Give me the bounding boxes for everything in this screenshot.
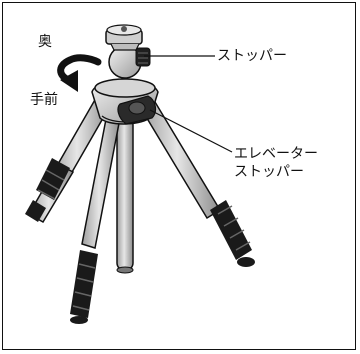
label-back: 奥 (38, 34, 52, 50)
curved-arrow-icon (57, 54, 102, 92)
leg-grip-left (25, 158, 70, 222)
elevator-stopper-knob (117, 95, 157, 125)
label-elevator-stopper-line2: ストッパー (234, 164, 304, 180)
center-column (116, 117, 134, 274)
tripod-leg-left (25, 96, 112, 224)
leader-line-elevator-stopper (149, 109, 233, 153)
label-elevator-stopper-line1: エレベーター (234, 146, 318, 162)
leg-grip-right (210, 200, 255, 267)
tripod-leg-right (140, 100, 255, 267)
leg-grip-front (70, 250, 98, 324)
ball-head (105, 24, 151, 79)
label-front: 手前 (30, 92, 58, 108)
head-stopper-knob (135, 47, 151, 67)
tripod-leg-front (70, 113, 121, 324)
label-stopper: ストッパー (217, 48, 287, 64)
